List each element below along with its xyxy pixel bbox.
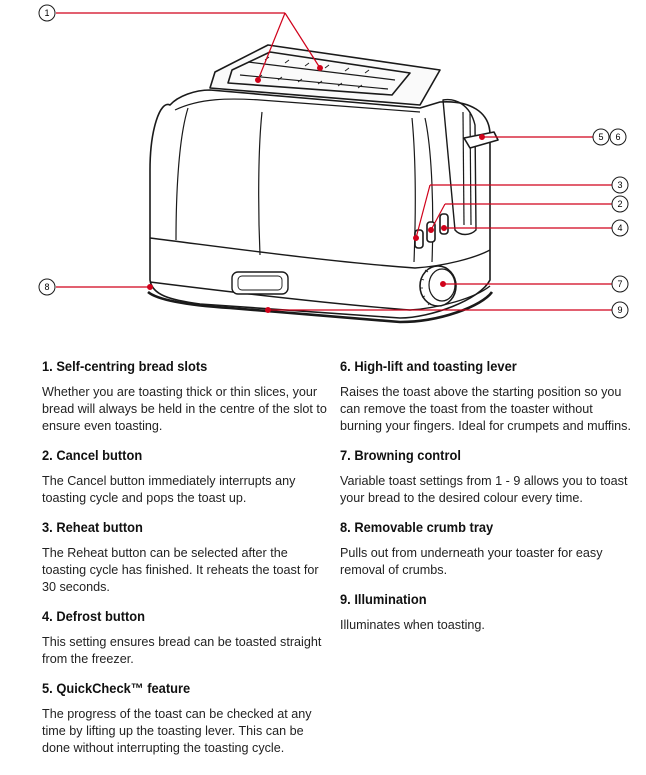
- feature-8: 8. Removable crumb tray Pulls out from u…: [340, 519, 632, 579]
- feature-description: Whether you are toasting thick or thin s…: [42, 385, 327, 433]
- callout-markers: 1 5 6 3 2 4 7 8: [38, 4, 629, 319]
- feature-description: The Cancel button immediately interrupts…: [42, 474, 296, 505]
- callout-9: 9: [611, 301, 629, 319]
- callout-2-label: 2: [617, 199, 622, 209]
- callout-3: 3: [611, 176, 629, 194]
- toaster-diagram: 1 5 6 3 2 4 7 8: [38, 4, 629, 324]
- feature-title: 8. Removable crumb tray: [340, 519, 494, 535]
- feature-4: 4. Defrost button This setting ensures b…: [42, 608, 334, 668]
- feature-title: 7. Browning control: [340, 447, 461, 463]
- feature-6: 6. High-lift and toasting lever Raises t…: [340, 358, 632, 435]
- feature-description: Illuminates when toasting.: [340, 618, 485, 632]
- callout-9-label: 9: [617, 305, 622, 315]
- toaster-illustration: [147, 44, 499, 324]
- feature-description: The Reheat button can be selected after …: [42, 546, 319, 594]
- feature-description: Variable toast settings from 1 - 9 allow…: [340, 474, 628, 505]
- callout-1-label: 1: [44, 8, 49, 18]
- callout-5: 5: [592, 128, 610, 146]
- feature-description: This setting ensures bread can be toaste…: [42, 635, 322, 666]
- features-right-column: 6. High-lift and toasting lever Raises t…: [340, 358, 632, 646]
- feature-title: 1. Self-centring bread slots: [42, 358, 208, 374]
- callout-4: 4: [611, 219, 629, 237]
- feature-description: The progress of the toast can be checked…: [42, 707, 312, 755]
- feature-title: 6. High-lift and toasting lever: [340, 358, 517, 374]
- features-left-column: 1. Self-centring bread slots Whether you…: [42, 358, 334, 769]
- callout-3-label: 3: [617, 180, 622, 190]
- callout-5-label: 5: [598, 132, 603, 142]
- feature-1: 1. Self-centring bread slots Whether you…: [42, 358, 334, 435]
- callout-7: 7: [611, 275, 629, 293]
- feature-title: 2. Cancel button: [42, 447, 143, 463]
- feature-2: 2. Cancel button The Cancel button immed…: [42, 447, 334, 507]
- feature-3: 3. Reheat button The Reheat button can b…: [42, 519, 334, 596]
- callout-8: 8: [38, 278, 56, 296]
- callout-4-label: 4: [617, 223, 622, 233]
- callout-6: 6: [609, 128, 627, 146]
- callout-leaders: [56, 12, 612, 314]
- feature-description: Pulls out from underneath your toaster f…: [340, 546, 603, 577]
- feature-title: 4. Defrost button: [42, 608, 146, 624]
- callout-1: 1: [38, 4, 56, 22]
- callout-7-label: 7: [617, 279, 622, 289]
- feature-title: 3. Reheat button: [42, 519, 143, 535]
- feature-title: 9. Illumination: [340, 591, 427, 607]
- feature-description: Raises the toast above the starting posi…: [340, 385, 631, 433]
- callout-6-label: 6: [615, 132, 620, 142]
- feature-title: 5. QuickCheck™ feature: [42, 680, 191, 696]
- feature-7: 7. Browning control Variable toast setti…: [340, 447, 632, 507]
- callout-2: 2: [611, 195, 629, 213]
- feature-5: 5. QuickCheck™ feature The progress of t…: [42, 680, 334, 757]
- callout-8-label: 8: [44, 282, 49, 292]
- feature-9: 9. Illumination Illuminates when toastin…: [340, 591, 632, 634]
